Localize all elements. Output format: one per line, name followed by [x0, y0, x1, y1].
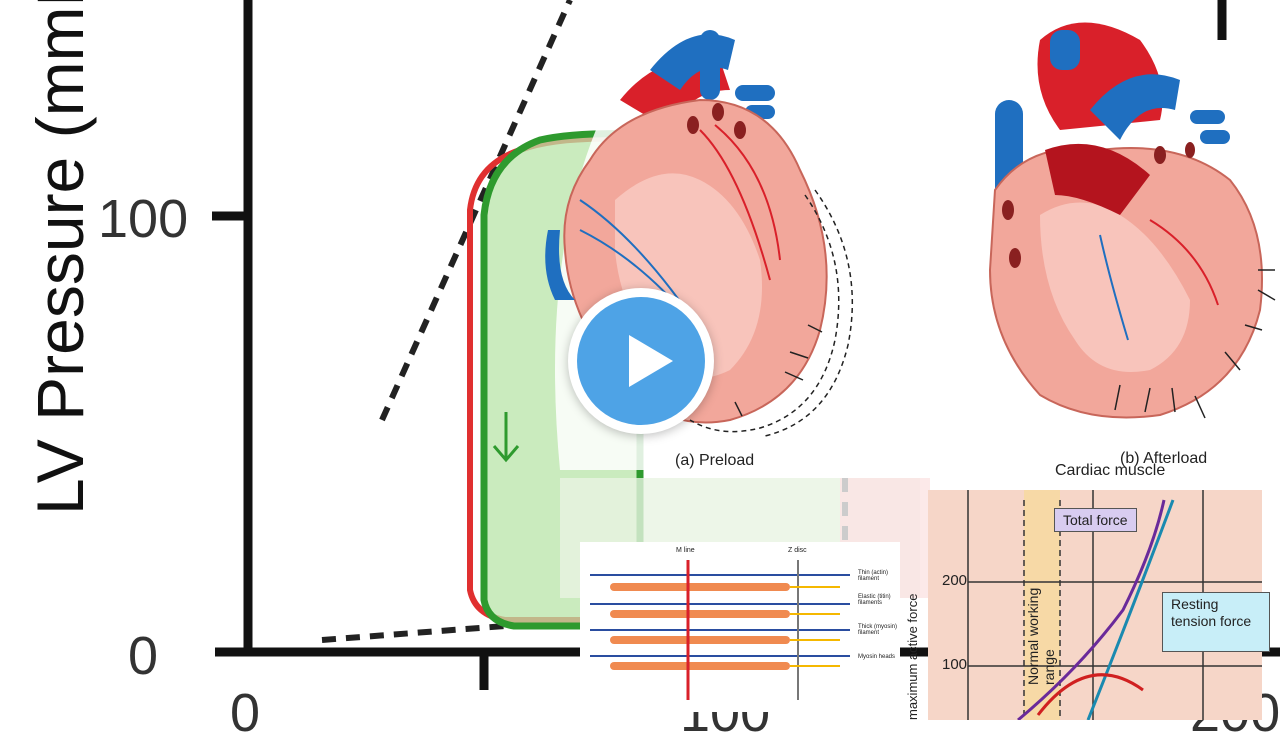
sarcomere-heads-label: Myosin heads	[858, 654, 896, 660]
espvr-line	[379, 0, 573, 422]
sarcomere-thin-label: Thin (actin) filament	[858, 570, 889, 582]
sarcomere-z-disc-label: Z disc	[788, 547, 807, 554]
play-button[interactable]	[568, 288, 714, 434]
muscle-y-tick-100: 100	[942, 656, 968, 673]
sarcomere-thick-label: Thick (myosin) filament	[858, 624, 898, 636]
muscle-range-label: Normal working range	[1025, 587, 1057, 685]
total-force-label: Total force	[1054, 508, 1137, 532]
play-icon	[629, 335, 673, 387]
preload-caption: (a) Preload	[675, 452, 755, 469]
sarcomere-diagram	[590, 560, 850, 700]
y-tick-label-100: 100	[98, 189, 189, 249]
afterload-caption: (b) Afterload	[1120, 450, 1208, 467]
muscle-chart-title: Cardiac muscle	[1055, 462, 1166, 479]
edpvr-line	[321, 623, 506, 643]
y-tick-label-0: 0	[128, 626, 159, 686]
play-button-circle	[577, 297, 705, 425]
muscle-y-tick-200: 200	[942, 572, 968, 589]
heart-afterload-illustration	[988, 22, 1276, 419]
resting-tension-label: Resting tension force	[1162, 592, 1270, 652]
sarcomere-elastic-label: Elastic (titin) filaments	[858, 594, 891, 606]
sarcomere-m-line-label: M line	[676, 547, 695, 554]
muscle-y-label: maximum active force	[905, 593, 920, 720]
